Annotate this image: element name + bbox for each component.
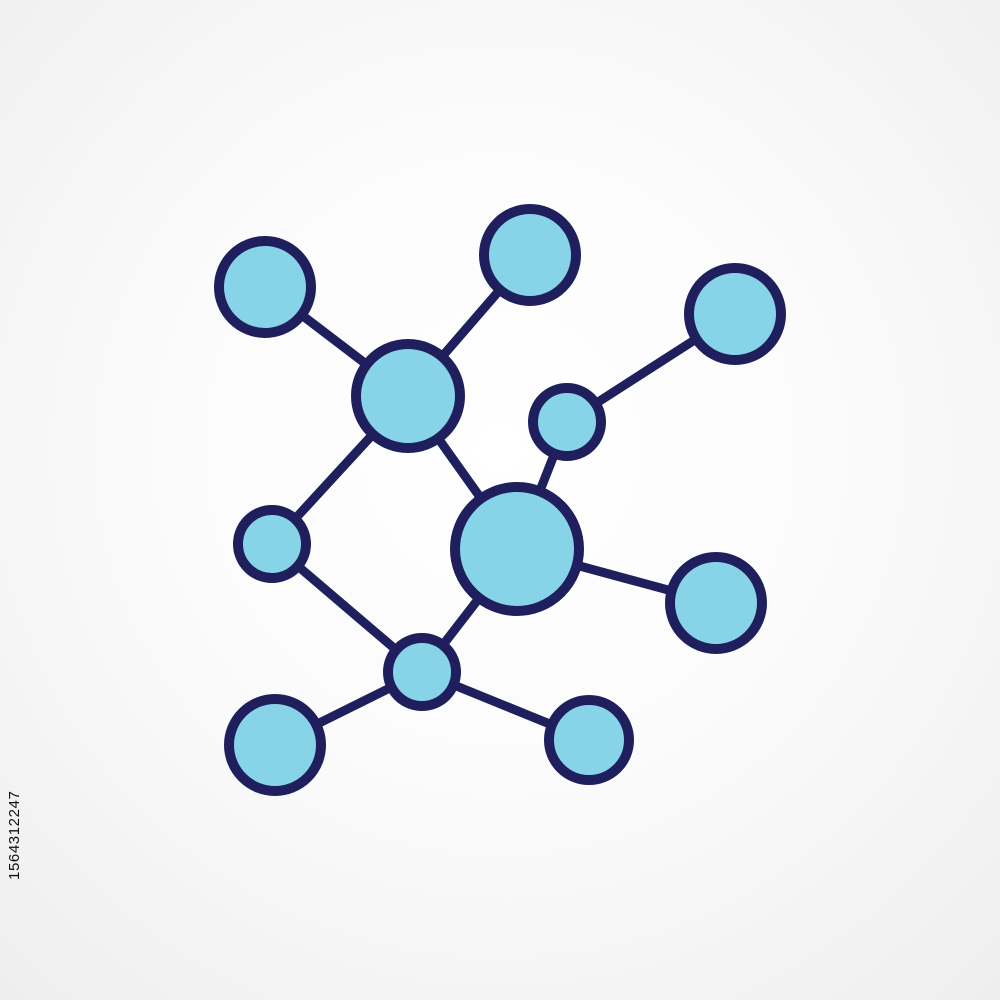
atom-right-middle	[665, 552, 767, 654]
atom-small-right	[528, 383, 606, 461]
atoms	[214, 204, 786, 796]
atom-upper-hub	[351, 339, 465, 453]
atom-top-center	[479, 204, 581, 306]
atom-bottom-left	[224, 694, 326, 796]
atom-central-hub	[450, 482, 584, 616]
stock-image-id-label: 1564312247	[6, 790, 23, 880]
atom-left-middle	[233, 505, 311, 583]
atom-top-left	[214, 236, 316, 338]
atom-bottom-right	[544, 695, 634, 785]
atom-lower-hub	[383, 633, 461, 711]
atom-top-right	[684, 263, 786, 365]
